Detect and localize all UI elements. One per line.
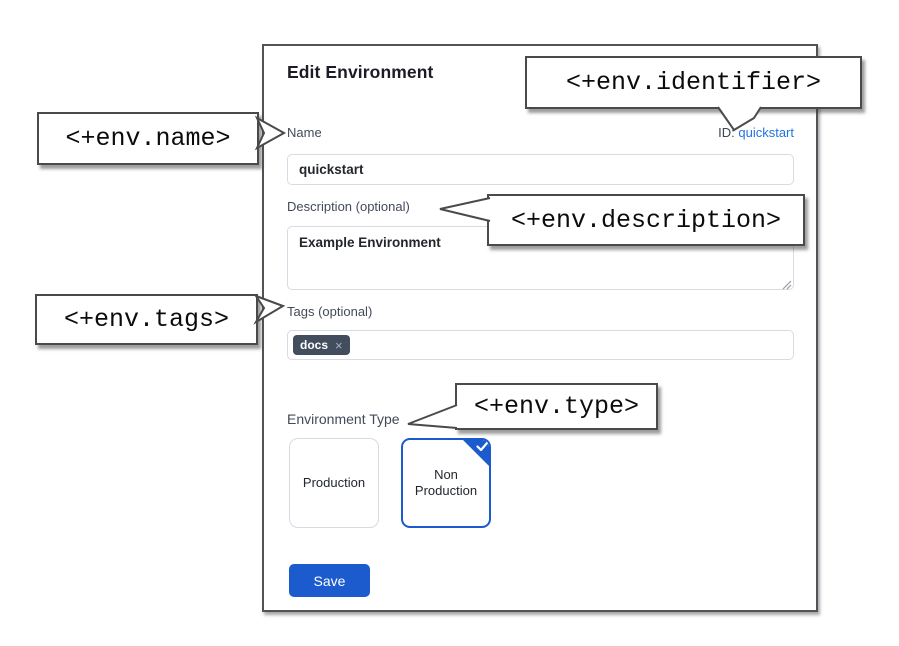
environment-type-options: Production Non Production	[289, 438, 491, 528]
description-label: Description (optional)	[287, 199, 410, 214]
id-label: ID:	[718, 125, 735, 140]
name-id-row: Name ID: quickstart	[287, 125, 794, 140]
dialog-title: Edit Environment	[287, 62, 434, 82]
callout-env-description-tail	[439, 197, 491, 222]
callout-env-tags: <+env.tags>	[35, 294, 258, 345]
callout-env-identifier-tail	[717, 106, 762, 132]
selected-check-icon	[463, 440, 489, 466]
tag-chip: docs ×	[293, 335, 350, 355]
tags-input[interactable]: docs ×	[287, 330, 794, 360]
environment-type-label: Environment Type	[287, 411, 400, 427]
type-card-production-label: Production	[302, 475, 366, 490]
type-card-non-production[interactable]: Non Production	[401, 438, 491, 528]
type-card-production[interactable]: Production	[289, 438, 379, 528]
tags-label: Tags (optional)	[287, 304, 373, 319]
environment-id: ID: quickstart	[718, 125, 794, 140]
name-label: Name	[287, 125, 322, 140]
callout-env-name: <+env.name>	[37, 112, 259, 165]
callout-env-type: <+env.type>	[455, 383, 658, 430]
id-value-link[interactable]: quickstart	[738, 125, 794, 140]
callout-env-name-tail	[254, 115, 287, 151]
callout-env-type-tail	[407, 404, 458, 429]
callout-env-identifier: <+env.identifier>	[525, 56, 862, 109]
type-card-non-production-label: Non Production	[414, 467, 478, 498]
tag-chip-label: docs	[300, 338, 329, 352]
tag-remove-icon[interactable]: ×	[335, 337, 343, 353]
callout-env-description: <+env.description>	[487, 194, 805, 246]
edit-environment-dialog: Edit Environment Name ID: quickstart Des…	[262, 44, 818, 612]
save-button[interactable]: Save	[289, 564, 370, 597]
name-input[interactable]	[287, 154, 794, 185]
callout-env-tags-tail	[253, 293, 286, 325]
